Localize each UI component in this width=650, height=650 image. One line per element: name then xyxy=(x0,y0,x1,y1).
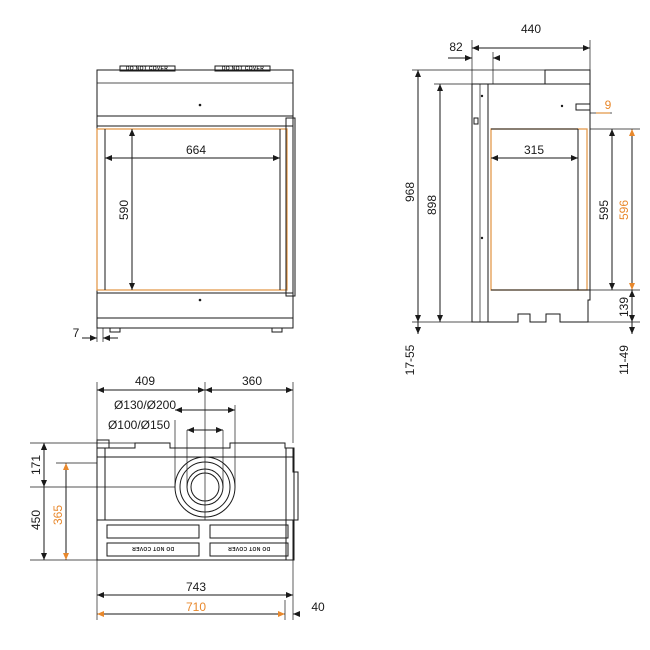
flue-large-label: Ø130/Ø200 xyxy=(114,398,176,412)
side-latch xyxy=(473,117,479,125)
dim-595-label: 595 xyxy=(597,200,611,220)
front-side-frame xyxy=(285,117,296,297)
dim-40-label: 40 xyxy=(311,600,325,614)
front-screw-top xyxy=(198,103,202,107)
front-base-strip xyxy=(96,317,294,329)
front-top-label-plate-right xyxy=(214,65,271,72)
top-body-outline xyxy=(96,442,299,521)
side-flue-collar xyxy=(544,69,591,85)
dim-596-label: 596 xyxy=(617,200,631,220)
side-top-tab xyxy=(575,103,591,111)
dim-450-label: 450 xyxy=(29,510,43,530)
dim-9-label: 9 xyxy=(605,98,612,112)
side-screw-3 xyxy=(560,104,564,108)
front-view: DO NOT COVER DO NOT COVER 664 590 7 xyxy=(73,65,296,342)
dim-743-label: 743 xyxy=(186,580,206,594)
dim-440-label: 440 xyxy=(521,22,541,36)
side-view: 440 82 9 968 898 315 595 596 139 17-55 1… xyxy=(403,22,640,375)
side-screw-1 xyxy=(480,94,484,98)
dim-feet-left-label: 17-55 xyxy=(403,344,417,375)
side-body-outline xyxy=(471,69,591,323)
dim-590-label: 590 xyxy=(117,200,131,220)
front-top-label-text-right: DO NOT COVER xyxy=(222,66,264,72)
dim-171-label: 171 xyxy=(29,455,43,475)
top-left-corner-box xyxy=(96,439,110,449)
dim-7-label: 7 xyxy=(73,326,80,340)
front-top-label-plate-left xyxy=(119,65,176,72)
front-glass-outline xyxy=(96,128,288,291)
front-body-outline xyxy=(96,69,294,329)
top-label-text-right: DO NOT COVER xyxy=(228,545,270,551)
dim-898-label: 898 xyxy=(425,195,439,215)
front-foot-right xyxy=(271,327,283,333)
top-grille-top-left xyxy=(106,524,200,539)
front-top-label-text-left: DO NOT COVER xyxy=(126,66,168,72)
top-grille-bottom-right xyxy=(209,542,289,557)
top-grille-top-right xyxy=(209,524,289,539)
dim-365-label: 365 xyxy=(51,505,65,525)
dim-710-label: 710 xyxy=(186,600,206,614)
dim-968-label: 968 xyxy=(403,182,417,202)
dim-315-label: 315 xyxy=(524,143,544,157)
dim-409-label: 409 xyxy=(135,374,155,388)
dim-664-label: 664 xyxy=(186,143,206,157)
flue-small-label: Ø100/Ø150 xyxy=(108,418,170,432)
dim-139-label: 139 xyxy=(617,297,631,317)
dim-360-label: 360 xyxy=(242,374,262,388)
front-foot-left xyxy=(109,327,121,333)
dim-feet-right-label: 11-49 xyxy=(617,345,631,375)
top-grille-bottom-left xyxy=(106,542,200,557)
dim-82-label: 82 xyxy=(449,40,463,54)
top-front-frame xyxy=(96,519,294,561)
top-label-text-left: DO NOT COVER xyxy=(132,545,174,551)
side-screw-2 xyxy=(480,236,484,240)
top-view: Ø130/Ø200 Ø100/Ø150 DO NOT COVER DO NOT … xyxy=(29,374,325,620)
front-screw-bottom xyxy=(198,298,202,302)
top-side-frame xyxy=(285,447,295,561)
